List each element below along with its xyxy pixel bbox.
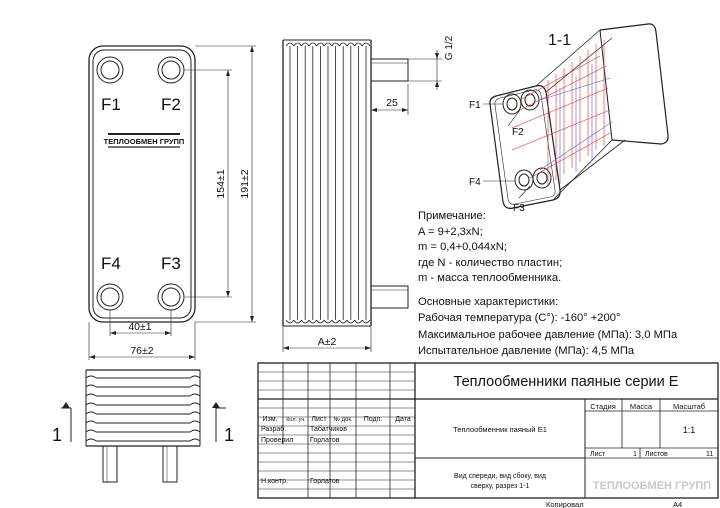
section-label-f2: F2 xyxy=(512,127,524,138)
section-mark-left: 1 xyxy=(52,425,62,445)
dim-port-spacing: 40±1 xyxy=(128,321,151,333)
port-f4 xyxy=(96,283,124,311)
sheet-label: Лист xyxy=(590,451,606,458)
sheets-label: Листов xyxy=(645,451,668,458)
characteristics-title: Основные характеристики: xyxy=(418,296,559,308)
scale-header: Масштаб xyxy=(673,402,705,411)
header-kol-uch: Кол. уч. xyxy=(286,417,306,423)
name-norm-control: Горлатов xyxy=(310,478,340,485)
characteristic-line: Рабочая температура (С°): -160° +200° xyxy=(418,312,621,325)
name-checker: Горлатов xyxy=(310,437,340,444)
plate-edge xyxy=(308,42,317,324)
characteristic-line: Испытательное давление (МПа): 4,5 МПа xyxy=(418,345,635,358)
company-logo: ТЕПЛООБМЕН ГРУПП xyxy=(593,480,711,492)
role-norm-control: Н.контр. xyxy=(261,478,288,485)
role-developer: Разраб. xyxy=(261,425,286,433)
plate-edge xyxy=(285,42,295,324)
dim-width: 76±2 xyxy=(130,345,153,357)
section-label-f1: F1 xyxy=(469,100,481,111)
label-f3: F3 xyxy=(161,254,181,273)
section-label-f4: F4 xyxy=(469,177,481,188)
dim-nozzle-length: 25 xyxy=(386,97,398,109)
header-list: Лист xyxy=(311,416,327,423)
plate-edge xyxy=(293,42,302,324)
section-label-f3: F3 xyxy=(513,203,525,214)
drawing-labels: F1 F2 F4 F3 ТЕПЛООБМЕН ГРУПП 40±1 76±2 1… xyxy=(52,32,571,445)
role-checker: Проверил xyxy=(261,437,293,444)
format: А4 xyxy=(673,500,682,508)
header-izm: Изм. xyxy=(263,416,278,423)
section-mark-right: 1 xyxy=(224,425,234,445)
title-block: Теплообменники паяные серии Е Изм. Кол. … xyxy=(261,374,713,508)
top-view xyxy=(61,369,226,483)
note-line: A = 9+2,3xN; xyxy=(418,225,483,238)
notes-block: Примечание: A = 9+2,3xN; m = 0,4+0,044xN… xyxy=(418,209,562,287)
plate-edge xyxy=(361,42,371,324)
label-f2: F2 xyxy=(161,95,181,114)
view-description-2: сверху, разрез 1-1 xyxy=(471,483,530,490)
port-f2 xyxy=(157,56,185,84)
front-view xyxy=(88,45,256,360)
section-title: 1-1 xyxy=(548,32,571,49)
view-description-1: Вид спереди, вид сбоку, вид xyxy=(454,472,546,480)
copied-by: Копировал xyxy=(546,500,584,508)
note-line: m - масса теплообменника. xyxy=(418,272,562,285)
label-f1: F1 xyxy=(101,95,121,114)
plate-edge xyxy=(331,42,340,324)
port-f3 xyxy=(157,283,185,311)
notes-title: Примечание: xyxy=(418,210,486,222)
dim-pack-length: A±2 xyxy=(318,336,337,348)
header-data: Дата xyxy=(395,416,411,423)
plate-edge xyxy=(346,42,355,324)
plate-edge xyxy=(339,42,348,324)
plate-edge xyxy=(323,42,333,324)
stage-header: Стадия xyxy=(590,402,616,411)
plate-edge xyxy=(316,42,325,324)
port-f1 xyxy=(96,56,124,84)
scale-value: 1:1 xyxy=(683,425,696,435)
header-n-dok: № док. xyxy=(333,416,353,423)
name-developer: Табатчиков xyxy=(310,425,347,433)
plate-edge xyxy=(301,42,310,324)
dim-port-height: 154±1 xyxy=(215,169,227,198)
title-block-frame xyxy=(257,362,719,499)
sheets-value: 11 xyxy=(706,451,713,458)
dim-height: 191±2 xyxy=(239,169,251,198)
note-line: m = 0,4+0,044xN; xyxy=(418,241,507,254)
item-name: Теплообменник паяный Е1 xyxy=(453,425,547,434)
note-line: где N - количество пластин; xyxy=(418,256,563,269)
header-podp: Подп. xyxy=(364,416,383,423)
characteristics-block: Основные характеристики: Рабочая темпера… xyxy=(418,294,677,360)
plate-edge xyxy=(354,42,363,324)
section-view xyxy=(483,23,669,209)
characteristic-line: Максимальное рабочее давление (МПа): 3,0… xyxy=(418,328,678,341)
mass-header: Масса xyxy=(630,402,653,411)
dim-thread: G 1/2 xyxy=(444,35,455,60)
plate-logo: ТЕПЛООБМЕН ГРУПП xyxy=(104,137,185,146)
label-f4: F4 xyxy=(101,254,121,273)
side-view xyxy=(282,39,442,352)
sheet-value: 1 xyxy=(633,451,637,458)
series-title: Теплообменники паяные серии Е xyxy=(454,374,679,390)
